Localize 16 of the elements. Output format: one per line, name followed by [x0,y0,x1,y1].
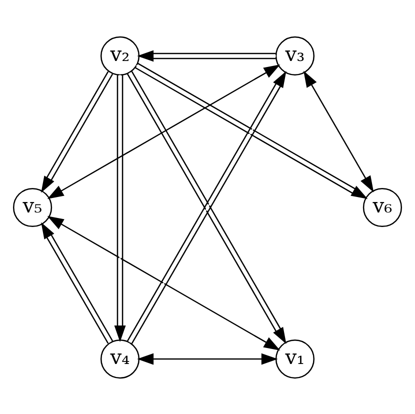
node-circle: v₅ [12,187,52,227]
node-circle: v₄ [100,338,140,378]
arrow [137,352,278,364]
arrow [126,70,286,344]
arrow [47,64,280,198]
arrow [47,216,280,350]
arrow [114,74,126,342]
arrow [137,50,276,62]
arrow [41,70,114,192]
node-circle: v₃ [275,36,315,76]
arrow [304,70,374,192]
arrow [41,222,114,344]
node-circle: v₂ [100,36,140,76]
node-circle: v₁ [275,338,315,378]
arrow [134,62,368,198]
node-circle: v₆ [362,187,402,227]
